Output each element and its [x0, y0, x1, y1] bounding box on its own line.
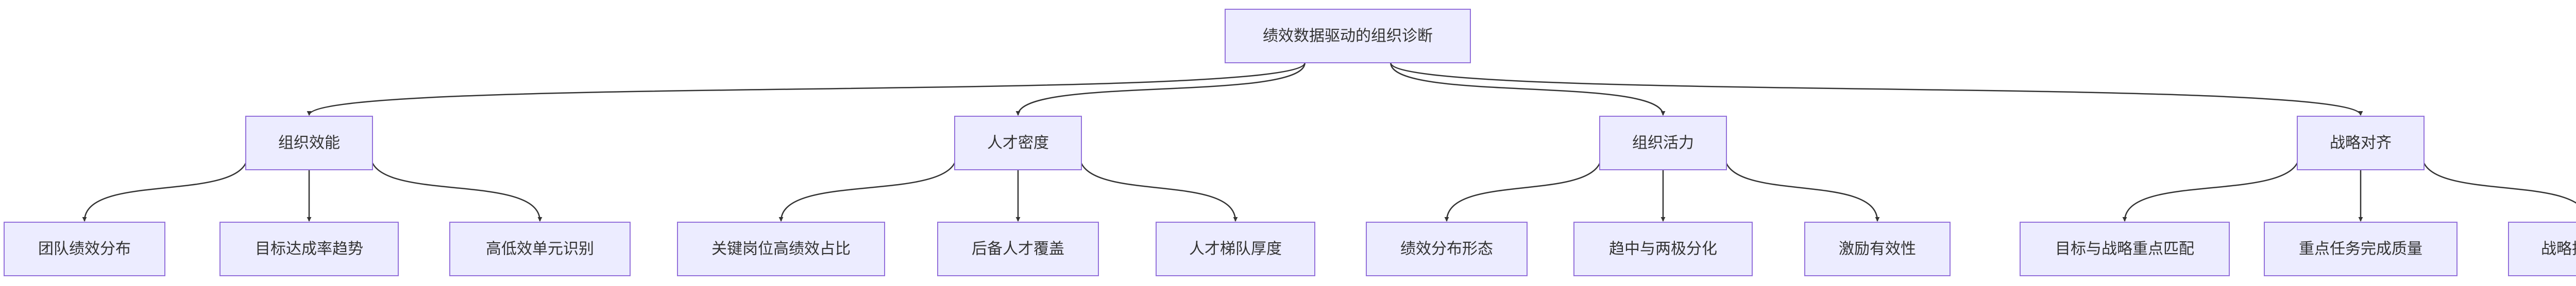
- edge-root-b3: [1390, 62, 1666, 116]
- node-b1: 组织效能: [245, 116, 373, 170]
- node-b2c3: 人才梯队厚度: [1156, 222, 1315, 276]
- node-b4c3: 战略执行偏差: [2508, 222, 2576, 276]
- edge-b1-b1c3: [369, 154, 543, 222]
- node-b2c1: 关键岗位高绩效占比: [677, 222, 885, 276]
- node-box: [1156, 222, 1315, 276]
- edge-b2-b2c3: [1078, 154, 1238, 222]
- node-b3c1: 绩效分布形态: [1366, 222, 1528, 276]
- node-label: 目标与战略重点匹配: [2055, 240, 2194, 258]
- node-box: [449, 222, 631, 276]
- node-label: 重点任务完成质量: [2299, 240, 2422, 258]
- node-box: [1573, 222, 1753, 276]
- edge-b4-b4c3: [2421, 154, 2576, 204]
- node-label: 激励有效性: [1839, 240, 1916, 258]
- node-label: 目标达成率趋势: [255, 240, 363, 258]
- node-box: [4, 222, 165, 276]
- node-root: 绩效数据驱动的组织诊断: [1225, 9, 1471, 63]
- node-b1c2: 目标达成率趋势: [219, 222, 399, 276]
- edge-b3-b3c3: [1723, 154, 1880, 222]
- node-b4c1: 目标与战略重点匹配: [2020, 222, 2230, 276]
- edge-b1-b1c1: [82, 154, 249, 222]
- node-box: [2508, 222, 2576, 276]
- node-label: 组织效能: [278, 134, 340, 152]
- node-box: [245, 116, 373, 170]
- node-label: 后备人才覆盖: [972, 240, 1064, 258]
- node-label: 绩效数据驱动的组织诊断: [1263, 27, 1433, 45]
- node-b2: 人才密度: [954, 116, 1082, 170]
- node-label: 人才梯队厚度: [1189, 240, 1282, 258]
- node-box: [1804, 222, 1951, 276]
- node-box: [1225, 9, 1471, 63]
- edge-b3-b3c1: [1444, 154, 1603, 222]
- edge-b2-b2c1: [778, 154, 958, 222]
- node-box: [937, 222, 1099, 276]
- edge-layer: [82, 62, 2576, 222]
- node-box: [954, 116, 1082, 170]
- node-b3c3: 激励有效性: [1804, 222, 1951, 276]
- node-label: 趋中与两极分化: [1609, 240, 1717, 258]
- node-b1c1: 团队绩效分布: [4, 222, 165, 276]
- node-label: 团队绩效分布: [38, 240, 131, 258]
- edge-root-b2: [1015, 62, 1306, 116]
- node-box: [1599, 116, 1727, 170]
- edge-root-b1: [307, 62, 1306, 116]
- node-b3c2: 趋中与两极分化: [1573, 222, 1753, 276]
- node-b4: 战略对齐: [2297, 116, 2425, 170]
- node-box: [1366, 222, 1528, 276]
- node-box: [677, 222, 885, 276]
- node-b2c2: 后备人才覆盖: [937, 222, 1099, 276]
- node-label: 战略对齐: [2330, 134, 2392, 152]
- node-box: [2264, 222, 2458, 276]
- node-label: 组织活力: [1632, 134, 1694, 152]
- node-label: 关键岗位高绩效占比: [711, 240, 851, 258]
- node-label: 人才密度: [987, 134, 1049, 152]
- node-b4c2: 重点任务完成质量: [2264, 222, 2458, 276]
- node-box: [2020, 222, 2230, 276]
- node-label: 战略执行偏差: [2541, 240, 2576, 258]
- edge-root-b4: [1390, 62, 2363, 116]
- node-label: 高低效单元识别: [486, 240, 594, 258]
- node-box: [2297, 116, 2425, 170]
- node-label: 绩效分布形态: [1400, 240, 1493, 258]
- node-b1c3: 高低效单元识别: [449, 222, 631, 276]
- node-b3: 组织活力: [1599, 116, 1727, 170]
- node-box: [219, 222, 399, 276]
- edge-b4-b4c1: [2122, 154, 2300, 222]
